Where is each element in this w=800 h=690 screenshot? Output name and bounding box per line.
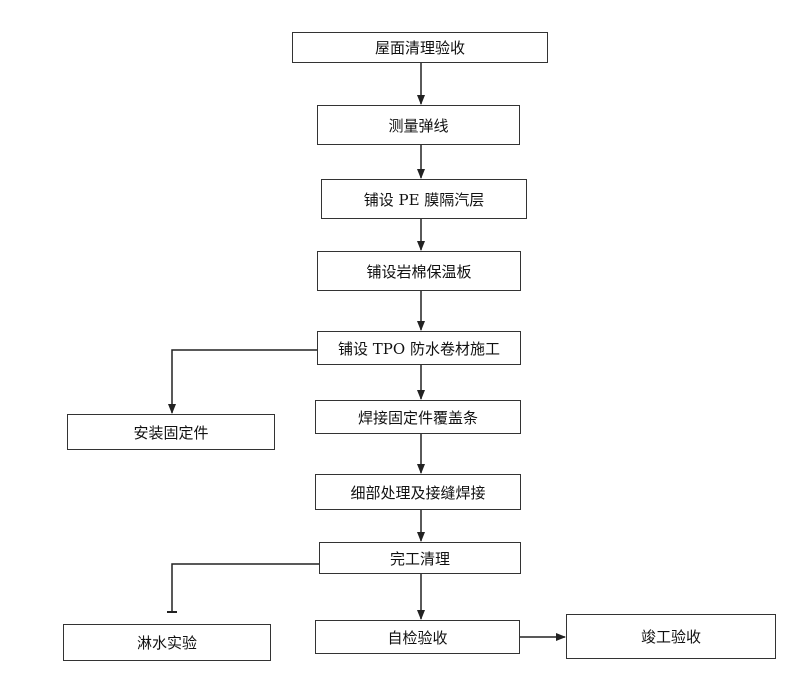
node-final-acceptance: 竣工验收 bbox=[566, 614, 776, 659]
edge-n9-n10 bbox=[171, 563, 319, 612]
node-roof-cleaning-inspection: 屋面清理验收 bbox=[292, 32, 548, 63]
node-survey-marking: 测量弹线 bbox=[317, 105, 520, 145]
node-rock-wool-insulation: 铺设岩棉保温板 bbox=[317, 251, 521, 291]
node-completion-cleanup: 完工清理 bbox=[319, 542, 521, 574]
node-label: 细部处理及接缝焊接 bbox=[350, 483, 486, 502]
node-tpo-membrane: 铺设 TPO 防水卷材施工 bbox=[317, 331, 521, 365]
node-label: 测量弹线 bbox=[388, 116, 449, 135]
node-label: 焊接固定件覆盖条 bbox=[357, 408, 478, 427]
node-water-spray-test: 淋水实验 bbox=[63, 624, 271, 661]
node-label: 竣工验收 bbox=[640, 628, 701, 646]
node-self-inspection: 自检验收 bbox=[315, 620, 520, 654]
node-label: 屋面清理验收 bbox=[374, 39, 465, 57]
node-pe-vapor-barrier: 铺设 PE 膜隔汽层 bbox=[321, 179, 527, 219]
node-label: 铺设 PE 膜隔汽层 bbox=[363, 190, 485, 209]
node-install-fasteners: 安装固定件 bbox=[67, 414, 275, 450]
node-label: 淋水实验 bbox=[136, 634, 197, 652]
node-label: 铺设岩棉保温板 bbox=[366, 262, 472, 281]
node-label: 铺设 TPO 防水卷材施工 bbox=[338, 339, 500, 358]
node-detail-seam-welding: 细部处理及接缝焊接 bbox=[315, 474, 521, 510]
edge-n5-n7 bbox=[168, 349, 317, 414]
node-weld-fastener-cover: 焊接固定件覆盖条 bbox=[315, 400, 521, 434]
node-label: 完工清理 bbox=[389, 549, 450, 568]
node-label: 安装固定件 bbox=[133, 423, 209, 442]
node-label: 自检验收 bbox=[387, 628, 448, 647]
